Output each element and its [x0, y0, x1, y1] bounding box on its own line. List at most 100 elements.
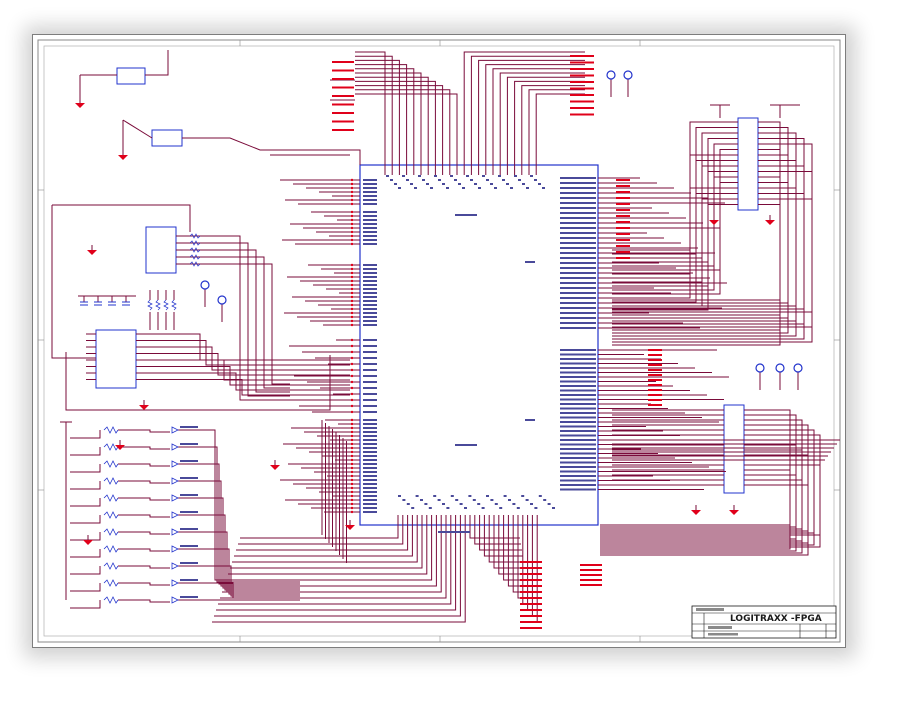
pin-label	[560, 302, 596, 304]
pin-label	[560, 287, 596, 289]
wire	[70, 515, 101, 524]
diode	[171, 494, 179, 502]
wire	[146, 340, 350, 366]
wire	[612, 187, 797, 337]
wire	[216, 525, 457, 611]
wire	[230, 525, 423, 569]
ground-symbols	[75, 98, 775, 545]
pin-label	[363, 499, 377, 501]
pin-label	[552, 507, 555, 509]
pin-label	[363, 427, 377, 429]
wire	[118, 582, 170, 586]
ic-config-prom	[95, 329, 137, 389]
pin-label	[526, 187, 529, 189]
wire	[146, 359, 350, 381]
pin-label	[363, 447, 377, 449]
net-label	[648, 354, 662, 356]
pin-dot	[350, 263, 354, 267]
resistor	[163, 299, 169, 311]
pin-label	[503, 495, 507, 497]
pin-dot	[350, 210, 354, 214]
part-label	[180, 460, 198, 462]
pin-label	[363, 495, 377, 497]
pin-label	[560, 277, 596, 279]
wire	[612, 127, 728, 255]
pin-dot	[350, 214, 354, 218]
wire	[176, 242, 290, 397]
pin-dot	[350, 344, 354, 348]
net-label	[570, 107, 594, 109]
wire	[612, 193, 728, 303]
pin-label	[402, 175, 405, 177]
pin-label	[363, 268, 377, 270]
pin-label	[363, 375, 377, 377]
pin-label	[363, 381, 377, 383]
net-label	[520, 573, 542, 575]
sheet-inner-border	[43, 45, 835, 637]
pin-label	[543, 499, 547, 501]
net-label	[570, 68, 594, 70]
pin-label	[560, 407, 596, 410]
wire	[355, 64, 408, 165]
resistor	[189, 247, 201, 253]
pin-label	[406, 503, 410, 505]
pin-label	[363, 320, 377, 322]
pin-label	[450, 175, 453, 177]
pin-label	[390, 179, 393, 181]
pin-label	[534, 507, 538, 509]
pin-label	[459, 503, 463, 505]
wire	[240, 525, 399, 539]
pin-dot	[350, 474, 354, 478]
wire	[118, 446, 170, 450]
pin-dot	[350, 178, 354, 182]
pin-dot	[350, 311, 354, 315]
wire	[146, 346, 350, 371]
pin-dot	[350, 442, 354, 446]
pin-label	[446, 507, 450, 509]
wire	[118, 429, 170, 433]
wire	[355, 93, 458, 165]
pin-label	[560, 367, 596, 369]
net-label	[648, 379, 662, 381]
pin-label	[363, 324, 377, 326]
pin-label	[522, 183, 525, 185]
resistor	[103, 426, 119, 434]
pin-label	[530, 175, 533, 177]
wire	[535, 93, 585, 165]
resistor	[103, 596, 119, 604]
diode	[171, 443, 179, 451]
pin-label	[455, 499, 459, 501]
pin-label	[363, 296, 377, 298]
wire	[612, 193, 805, 340]
pin-label	[474, 183, 477, 185]
wire	[176, 249, 290, 393]
wire	[355, 59, 400, 165]
pin-label	[363, 179, 377, 181]
ic-regulator-second	[151, 129, 183, 147]
net-label	[520, 615, 542, 617]
pin-label	[363, 235, 377, 237]
pin-label	[442, 183, 445, 185]
pin-dot	[350, 338, 354, 342]
pin-label	[363, 507, 377, 509]
pin-label	[510, 187, 513, 189]
pin-dot	[350, 307, 354, 311]
pin-dot	[350, 454, 354, 458]
pin-label	[560, 202, 596, 204]
pin-label	[363, 187, 377, 189]
pin-dot	[350, 202, 354, 206]
pin-dot	[350, 303, 354, 307]
wire	[70, 464, 101, 473]
pin-label	[560, 282, 596, 284]
wire	[600, 479, 803, 554]
net-label	[520, 585, 542, 587]
pin-label	[363, 219, 377, 221]
net-label	[616, 233, 630, 235]
pin-label	[560, 376, 596, 378]
pin-label	[363, 411, 377, 413]
ic-oscillator	[145, 226, 177, 274]
wire	[51, 205, 96, 359]
part-label	[180, 562, 198, 564]
wire	[612, 204, 781, 346]
wire	[612, 132, 797, 307]
